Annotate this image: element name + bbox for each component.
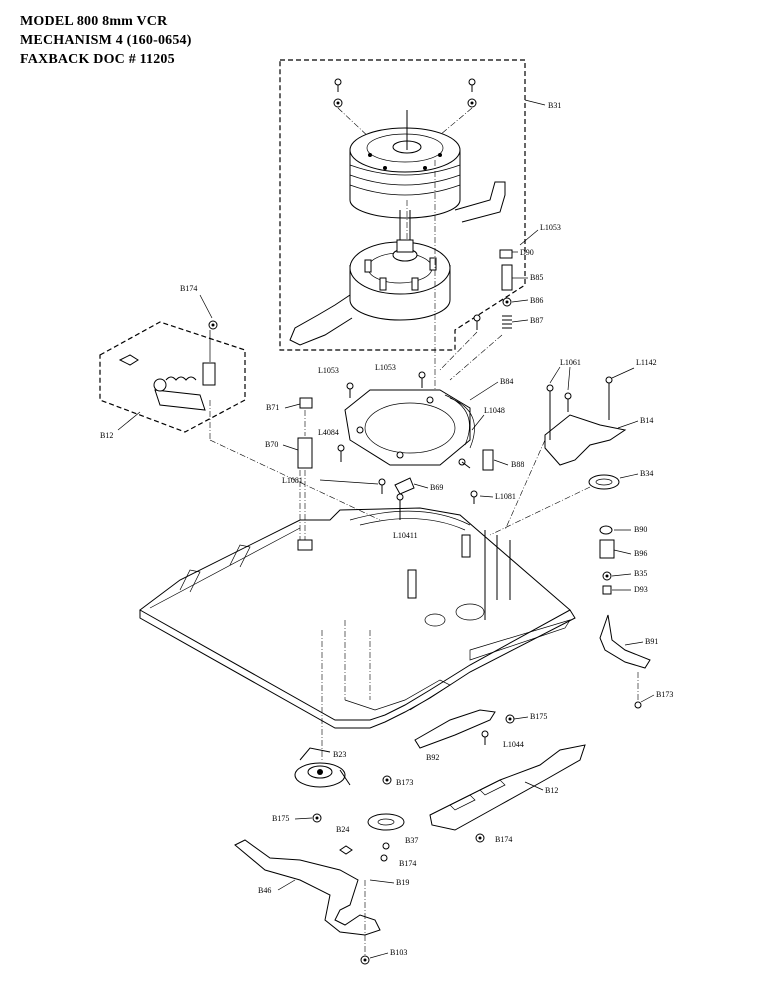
label-b173-right: B173: [656, 690, 673, 699]
label-b19: B19: [396, 878, 409, 887]
b12-left-outline: [99, 321, 246, 433]
header-faxback-doc: FAXBACK DOC # 11205: [20, 52, 175, 67]
b46-lever: [234, 839, 381, 936]
label-l1053-left: L1053: [318, 366, 339, 375]
b69-lever: [394, 477, 415, 495]
label-b24: B24: [336, 825, 349, 834]
label-l1142: L1142: [636, 358, 657, 367]
label-b14: B14: [640, 416, 653, 425]
label-b12-right: B12: [545, 786, 558, 795]
drum-top-screws: [333, 78, 477, 141]
main-chassis-plate: [139, 507, 576, 760]
label-d90: D90: [520, 248, 534, 257]
label-l1053-upper: L1053: [540, 223, 561, 232]
b37-gear: [367, 813, 405, 831]
label-b70: B70: [265, 440, 278, 449]
drum-base-b84: [344, 389, 475, 466]
label-l1048: L1048: [484, 406, 505, 415]
label-b96: B96: [634, 549, 647, 558]
label-b174-top: B174: [180, 284, 197, 293]
label-b90: B90: [634, 525, 647, 534]
b23-gear-cluster: [294, 747, 351, 788]
b12-bracket: [118, 354, 216, 411]
label-l1044: L1044: [503, 740, 524, 749]
label-b69: B69: [430, 483, 443, 492]
label-l4084: L4084: [318, 428, 339, 437]
label-b88: B88: [511, 460, 524, 469]
drum-assembly-outline: [279, 59, 526, 351]
b92-plate: [414, 709, 496, 749]
label-l1061: L1061: [560, 358, 581, 367]
label-b46: B46: [258, 886, 271, 895]
b91-arm: [599, 614, 651, 669]
header-mechanism: MECHANISM 4 (160-0654): [20, 33, 192, 48]
guide-roller-stack: [499, 249, 513, 329]
label-b86: B86: [530, 296, 543, 305]
label-b23: B23: [333, 750, 346, 759]
label-l1081-right: L1081: [495, 492, 516, 501]
label-b84: B84: [500, 377, 513, 386]
b12-slide-plate: [429, 744, 586, 831]
label-l1053-mid: L1053: [375, 363, 396, 372]
label-b175-right: B175: [530, 712, 547, 721]
label-b71: B71: [266, 403, 279, 412]
label-l1081-left: L1081: [282, 476, 303, 485]
header-model: MODEL 800 8mm VCR: [20, 14, 168, 29]
label-b37: B37: [405, 836, 418, 845]
label-b35: B35: [634, 569, 647, 578]
label-b174-bottom: B174: [399, 859, 416, 868]
upper-drum: [349, 110, 461, 219]
b14-bracket: [544, 414, 627, 466]
label-b103: B103: [390, 948, 407, 957]
b34-gear: [588, 474, 620, 490]
label-b92: B92: [426, 753, 439, 762]
drum-flex-cable: [454, 181, 506, 223]
motor-flex-cable: [289, 294, 353, 346]
label-l10411: L10411: [393, 531, 418, 540]
label-b174-right: B174: [495, 835, 512, 844]
label-b85: B85: [530, 273, 543, 282]
label-b91: B91: [645, 637, 658, 646]
label-b173-mid: B173: [396, 778, 413, 787]
label-b31: B31: [548, 101, 561, 110]
lower-drum-motor: [349, 239, 451, 321]
label-b12-left: B12: [100, 431, 113, 440]
label-b87: B87: [530, 316, 543, 325]
label-d93: D93: [634, 585, 648, 594]
label-b34: B34: [640, 469, 653, 478]
label-b175-left: B175: [272, 814, 289, 823]
